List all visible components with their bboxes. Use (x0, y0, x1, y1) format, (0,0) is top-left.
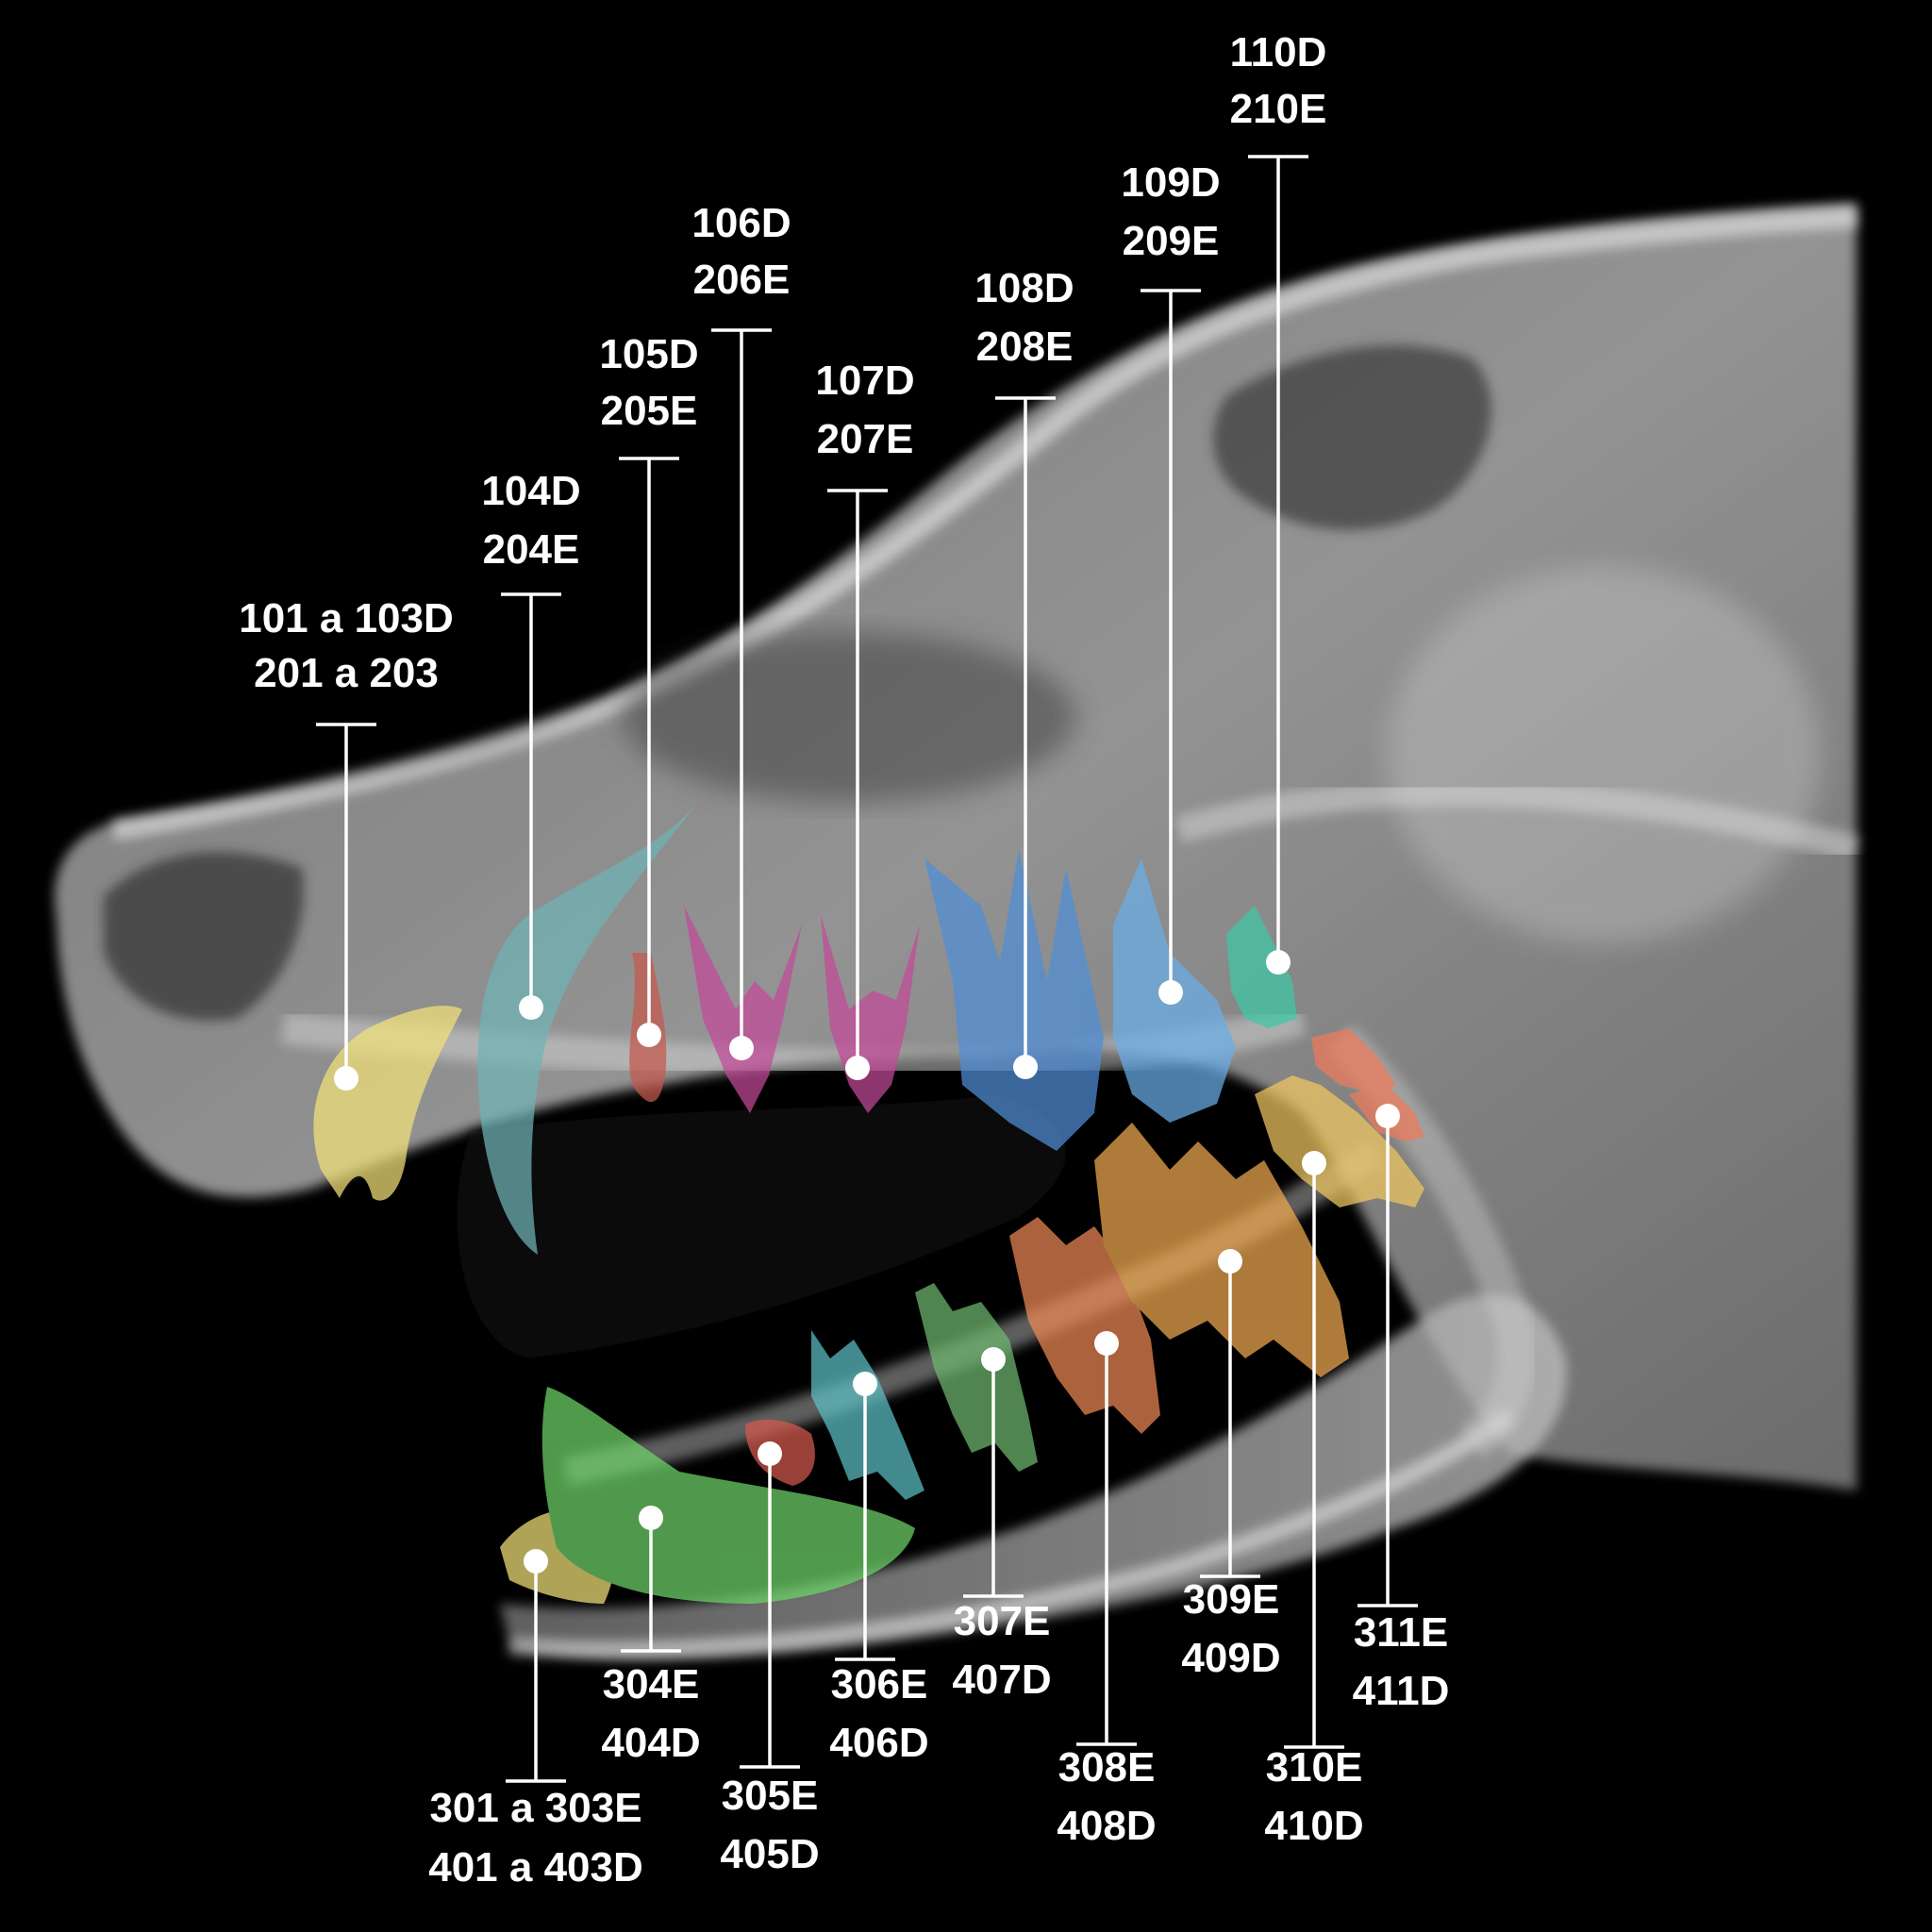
tooth-label-line2: 401 a 403D (428, 1844, 643, 1890)
tooth-marker-dot (334, 1066, 358, 1091)
tooth-marker-dot (637, 1023, 661, 1047)
tooth-upper-incisors (313, 1006, 462, 1201)
oral-opening (457, 1094, 1067, 1358)
callout-101-103: 101 a 103D 201 a 203 (239, 595, 454, 1091)
callout-107: 107D 207E (815, 358, 915, 1080)
callout-310: 310E 410D (1264, 1151, 1364, 1849)
callout-105: 105D 205E (599, 331, 699, 1047)
tooth-label-line2: 207E (817, 416, 914, 462)
tooth-upper-carnassial (924, 849, 1104, 1151)
tooth-marker-dot (729, 1036, 754, 1060)
tooth-marker-dot (1013, 1055, 1038, 1079)
tooth-marker-dot (1158, 980, 1183, 1005)
tooth-lower-m2 (1255, 1075, 1424, 1208)
tooth-label-line2: 206E (693, 257, 791, 303)
tooth-label-line2: 408D (1057, 1803, 1156, 1849)
mandible-ventral-edge (508, 1407, 1515, 1658)
tooth-label-line1: 301 a 303E (429, 1785, 641, 1831)
lower-teeth (500, 1028, 1424, 1604)
tooth-label-line2: 208E (976, 324, 1074, 370)
tooth-label-line1: 311E (1354, 1609, 1448, 1656)
tooth-marker-dot (981, 1347, 1006, 1372)
tooth-marker-dot (524, 1549, 548, 1574)
nasal-cavity (623, 632, 1075, 802)
tooth-marker-dot (1302, 1151, 1326, 1175)
tooth-lower-m3 (1311, 1028, 1396, 1094)
tooth-label-line1: 101 a 103D (239, 595, 454, 641)
tooth-label-line1: 105D (599, 331, 698, 377)
tooth-label-line1: 308E (1058, 1744, 1156, 1790)
callout-104: 104D 204E (481, 468, 581, 1020)
frontal-sinus (1213, 344, 1491, 530)
tooth-label-line1: 109D (1121, 159, 1220, 206)
tooth-label-line2: 210E (1230, 86, 1327, 132)
tooth-marker-dot (519, 995, 543, 1020)
tooth-upper-p3 (821, 915, 920, 1113)
tooth-label-line2: 209E (1123, 218, 1220, 264)
tooth-marker-dot (758, 1441, 782, 1466)
tooth-label-line1: 310E (1266, 1744, 1363, 1790)
callout-308: 308E 408D (1057, 1331, 1157, 1849)
tooth-marker-dot (1094, 1331, 1119, 1356)
tooth-label-line1: 309E (1183, 1576, 1280, 1623)
callout-309: 309E 409D (1181, 1249, 1281, 1681)
tooth-upper-m2 (1226, 906, 1297, 1028)
tooth-lower-canine (541, 1387, 915, 1604)
tooth-lower-p2 (811, 1330, 924, 1500)
tooth-lower-carnassial (1094, 1123, 1349, 1377)
tooth-label-line1: 107D (815, 358, 914, 404)
mandible-silhouette (500, 1293, 1567, 1659)
tooth-label-line2: 406D (829, 1720, 928, 1766)
tooth-label-line2: 409D (1181, 1635, 1280, 1681)
zygomatic-arch (1174, 779, 1860, 862)
tooth-label-line2: 407D (952, 1657, 1051, 1703)
tooth-label-line1: 306E (831, 1661, 928, 1707)
tooth-marker-dot (853, 1372, 877, 1396)
tooth-label-line2: 201 a 203 (254, 650, 439, 696)
callout-110: 110D 210E (1230, 29, 1327, 974)
tooth-marker-dot (1375, 1104, 1400, 1128)
callout-304: 304E 404D (601, 1506, 701, 1766)
tooth-label-line2: 204E (483, 526, 580, 573)
tooth-label-line1: 307E (954, 1598, 1051, 1644)
tooth-label-line2: 404D (601, 1720, 700, 1766)
tooth-label-line2: 405D (720, 1831, 819, 1877)
tooth-label-line1: 110D (1230, 29, 1327, 75)
callout-301-303: 301 a 303E 401 a 403D (428, 1549, 643, 1890)
orbit-region (1387, 566, 1821, 943)
tooth-marker-dot (1218, 1249, 1242, 1274)
tooth-label-line1: 304E (603, 1661, 700, 1707)
callout-311: 311E 411D (1353, 1104, 1450, 1714)
tooth-label-line1: 108D (974, 265, 1074, 311)
tooth-marker-dot (639, 1506, 663, 1530)
dorsal-outline (111, 207, 1857, 841)
tooth-marker-dot (845, 1056, 870, 1080)
callout-307: 307E 407D (952, 1347, 1052, 1703)
tooth-marker-dot (1266, 950, 1291, 974)
callout-106: 106D 206E (691, 200, 791, 1060)
tooth-label-line2: 410D (1264, 1803, 1363, 1849)
snout-tip (104, 852, 304, 1021)
tooth-label-line1: 104D (481, 468, 580, 514)
tooth-lower-p3 (915, 1283, 1038, 1472)
tooth-label-line1: 305E (722, 1773, 819, 1819)
callout-108: 108D 208E (974, 265, 1074, 1079)
callout-306: 306E 406D (829, 1372, 929, 1766)
tooth-label-line1: 106D (691, 200, 791, 246)
tooth-label-line2: 205E (601, 388, 698, 434)
labels-layer: 101 a 103D 201 a 203 104D 204E 105D 205E 106D 2… (239, 29, 1449, 1890)
tooth-upper-canine (477, 802, 698, 1255)
callout-305: 305E 405D (720, 1441, 820, 1877)
tooth-label-line2: 411D (1353, 1668, 1450, 1714)
callout-109: 109D 209E (1121, 159, 1221, 1005)
